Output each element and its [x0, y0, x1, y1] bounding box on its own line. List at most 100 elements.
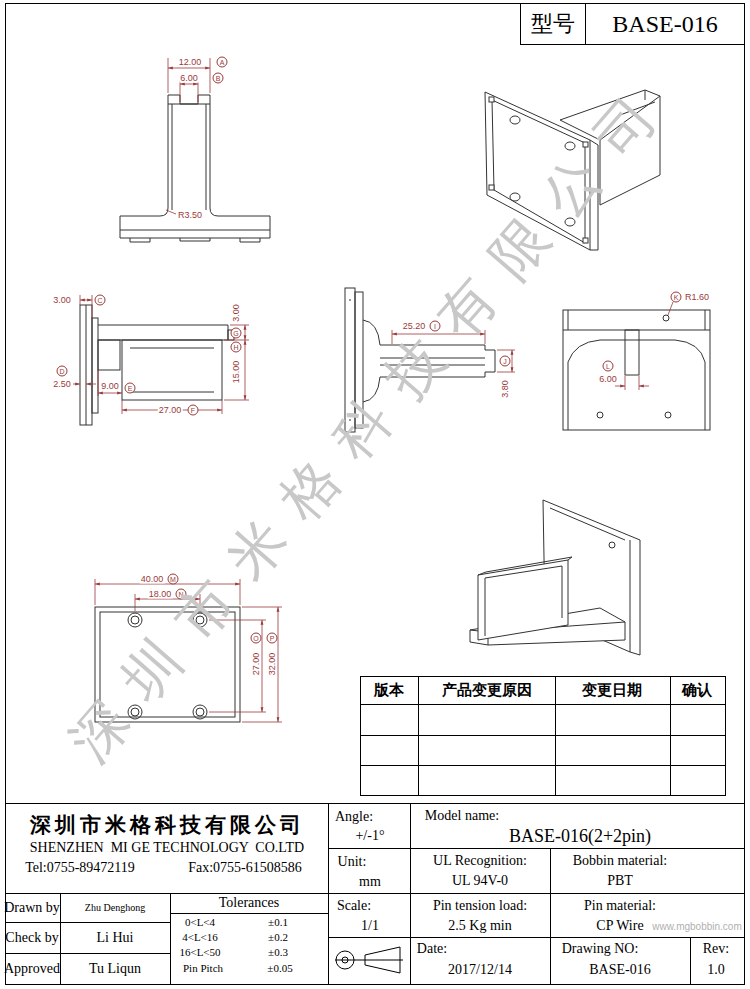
title-block-text: Rev:	[703, 942, 729, 956]
datum-letter: B	[213, 73, 224, 84]
side-view-part	[98, 325, 228, 340]
tolerance-text: ±0.2	[268, 932, 288, 943]
dimension-lines-part	[512, 350, 513, 372]
title-block-text: Approved	[4, 962, 60, 976]
dimension-value: 3.00	[232, 303, 241, 323]
dimension-value: 27.00	[158, 406, 183, 415]
dimension-lines-part	[180, 84, 198, 85]
datum-letter: K	[671, 292, 682, 303]
title-block-text: Li Hui	[97, 931, 134, 945]
isometric-view-part	[510, 116, 520, 124]
title-block-text: Unit:	[338, 855, 367, 869]
dimension-lines-part	[80, 295, 92, 318]
bottom-view-part	[597, 412, 603, 418]
side-view-part	[86, 305, 87, 425]
bottom-view	[563, 310, 710, 430]
dimension-value: 40.00	[140, 575, 165, 584]
isometric-view-part	[583, 238, 588, 243]
dimension-lines-part	[73, 384, 80, 385]
bottom-view-part	[568, 340, 705, 430]
isometric-view-part	[489, 97, 494, 102]
title-block-text: CP Wire	[596, 919, 643, 933]
dimension-lines-part	[224, 325, 249, 400]
dimension-value: 32.00	[268, 652, 277, 677]
model-name: BASE-016(2+2pin)	[509, 827, 651, 845]
revision-table	[360, 676, 726, 796]
title-block-text: Tel:0755-89472119	[25, 861, 135, 875]
dimension-value: 12.00	[178, 58, 203, 67]
datum-letter: G	[231, 328, 242, 339]
title-block-text: UL 94V-0	[452, 874, 508, 888]
side-view-part	[122, 340, 222, 400]
tolerance-text: 16<L<50	[179, 947, 220, 958]
title-block-text: 1/1	[361, 919, 379, 933]
table-header: 产品变更原因	[442, 683, 532, 698]
datum-letter: O	[251, 633, 262, 644]
tolerance-text: ±0.05	[267, 963, 292, 974]
dimension-value: R3.50	[177, 211, 203, 220]
dimension-lines-part	[80, 300, 92, 301]
dimension-value: 3.80	[501, 379, 510, 399]
title-block-text: PBT	[607, 874, 633, 888]
title-block-text: Date:	[417, 942, 447, 956]
model-number: BASE-016	[585, 4, 744, 44]
dimension-lines-part	[625, 376, 639, 390]
title-block-text: Angle:	[335, 810, 373, 824]
title-block-text: Drawn by	[4, 901, 60, 915]
dimension-lines	[615, 302, 673, 390]
side-view	[80, 305, 234, 425]
company-name: 深圳市米格科技有限公司	[30, 815, 305, 836]
isometric-view-part	[478, 557, 572, 636]
dimension-lines	[166, 58, 210, 214]
dimension-lines-part	[245, 340, 246, 400]
bottom-view-part	[563, 310, 710, 330]
title-block-text: 1.0	[707, 963, 725, 977]
title-block-text: Check by	[5, 931, 58, 945]
datum-letter: H	[231, 342, 242, 353]
dimension-value: 15.00	[232, 360, 241, 385]
watermark-url: www.mgbobbin.com	[652, 922, 741, 932]
dimension-value: 9.00	[100, 382, 120, 391]
side-view-part	[130, 348, 214, 392]
datum-letter: F	[188, 405, 199, 416]
title-block-part	[5, 803, 745, 985]
tolerance-text: ±0.3	[268, 947, 288, 958]
front-view-part	[120, 95, 270, 238]
dimension-lines	[73, 295, 249, 414]
datum-letter: A	[217, 57, 228, 68]
title-block-text: Fax:0755-61508586	[188, 861, 302, 875]
title-block-text: Pin tension load:	[433, 899, 527, 913]
dimension-lines-part	[98, 370, 99, 396]
dimension-lines-part	[668, 302, 673, 315]
dimension-lines-part	[615, 386, 625, 387]
tolerance-text: ±0.1	[268, 917, 288, 928]
side-view-part	[92, 318, 98, 413]
isometric-view-part	[489, 185, 494, 190]
datum-letter: L	[603, 361, 614, 372]
title-block-text: Scale:	[337, 899, 371, 913]
dimension-lines-part	[86, 384, 96, 385]
page-frame	[6, 4, 745, 985]
model-label: 型号	[521, 4, 585, 44]
company-name-en: SHENZHEN MI GE TECHNOLOGY CO.LTD	[30, 841, 304, 855]
dimension-lines-part	[639, 386, 649, 387]
plan-view-part	[131, 616, 139, 624]
isometric-view	[470, 500, 640, 655]
dimension-value: 6.00	[598, 375, 618, 384]
dimension-lines-part	[98, 393, 122, 394]
revision-table-part	[361, 677, 726, 796]
title-block-text: +/-1°	[355, 829, 384, 843]
title-block-text: BASE-016	[589, 963, 650, 977]
tolerance-text: 0<L<4	[185, 917, 215, 928]
title-block-text: UL Recognition:	[433, 854, 527, 868]
title-block	[5, 803, 745, 985]
title-block-text: Drawing NO:	[562, 942, 639, 956]
isometric-view-part	[510, 193, 520, 201]
isometric-view-part	[609, 542, 615, 548]
tolerance-text: 4<L<16	[182, 932, 218, 943]
title-block-part	[335, 960, 403, 961]
datum-letter: D	[57, 366, 68, 377]
dimension-value: 2.50	[52, 380, 72, 389]
bottom-view-part	[665, 412, 671, 418]
